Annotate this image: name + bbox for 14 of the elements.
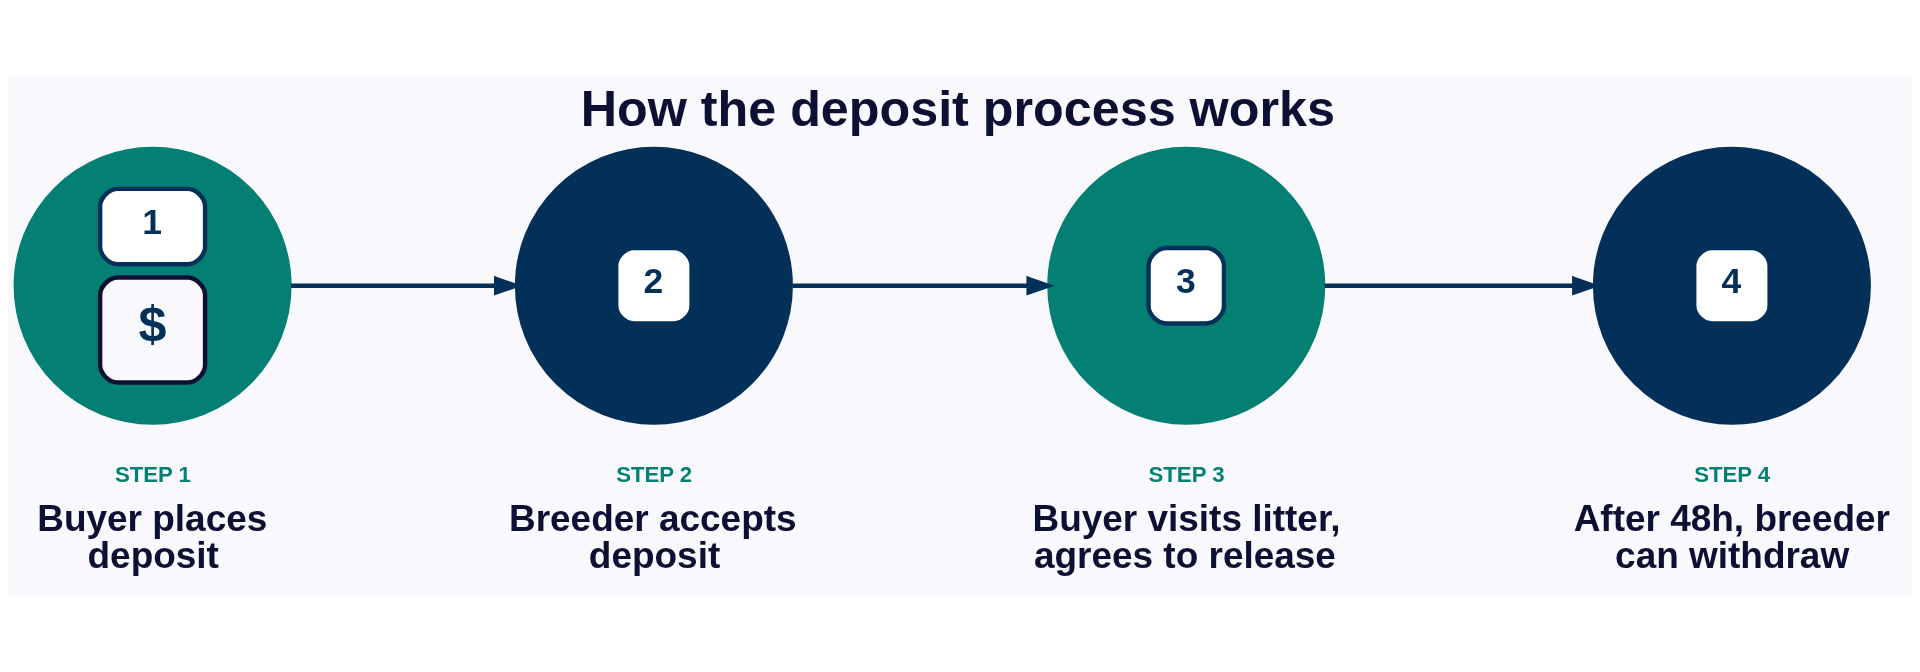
node-circle: 2: [514, 146, 793, 425]
node-label: After 48h, breeder can withdraw: [1573, 498, 1890, 577]
node-label: Buyer visits litter, agrees to release: [1032, 498, 1341, 577]
arrow: [792, 275, 1055, 296]
node-circle: 3: [1047, 146, 1326, 425]
diagram-title: How the deposit process works: [580, 79, 1335, 137]
node-label: STEP 2: [616, 462, 693, 488]
node-label: Buyer places deposit: [37, 498, 268, 577]
node-label: STEP 3: [1148, 462, 1225, 488]
node-label: STEP 4: [1694, 462, 1771, 488]
node-circle: 1 $: [13, 146, 292, 425]
node-label: STEP 1: [114, 462, 191, 488]
node-label: Breeder accepts deposit: [508, 498, 797, 577]
node-circle: 4: [1592, 146, 1871, 425]
